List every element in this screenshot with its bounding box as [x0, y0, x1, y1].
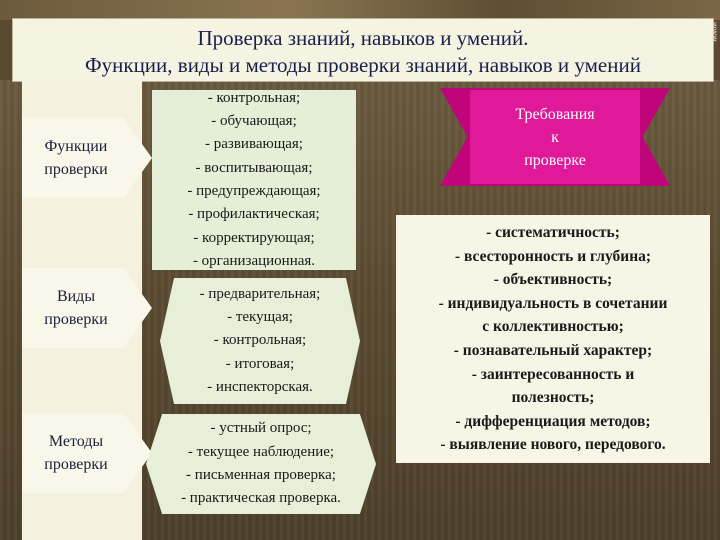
list-item: - устный опрос;	[210, 420, 312, 437]
list-item: - профилактическая;	[188, 206, 320, 223]
list-item: - контрольная;	[207, 89, 301, 106]
functions-list: - контрольная; - обучающая; - развивающа…	[152, 90, 356, 270]
list-item: - систематичность;	[486, 224, 620, 242]
list-item: - познавательный характер;	[453, 342, 653, 359]
methods-list: - устный опрос; - текущее наблюдение; - …	[146, 414, 376, 514]
methods-label: Методы проверки	[22, 413, 152, 493]
types-label: Виды проверки	[22, 268, 152, 348]
background-top	[0, 0, 720, 20]
list-item: с коллективностью;	[482, 318, 624, 336]
side-watermark: www	[710, 22, 719, 42]
page-title: Проверка знаний, навыков и умений.	[197, 26, 529, 50]
list-item: - итоговая;	[225, 355, 295, 372]
list-item: - инспекторская.	[207, 378, 313, 395]
list-item: - предупреждающая;	[187, 183, 321, 199]
list-item: - выявление нового, передового.	[440, 436, 666, 454]
list-item: - развивающая;	[205, 136, 303, 153]
title-banner: Проверка знаний, навыков и умений. Функц…	[12, 18, 714, 82]
types-label-line2: проверки	[44, 311, 108, 328]
list-item: - индивидуальность в сочетании	[438, 294, 668, 312]
list-item: - письменная проверка;	[186, 467, 336, 483]
list-item: - контрольная;	[213, 332, 307, 349]
functions-label: Функции проверки	[22, 118, 152, 198]
list-item: - корректирующая;	[193, 229, 315, 246]
requirements-heading-box: Требования к проверке	[470, 90, 640, 184]
list-item: - практическая проверка.	[181, 490, 341, 507]
list-item: - обучающая;	[211, 113, 297, 130]
list-item: - заинтересованность и	[471, 365, 635, 383]
list-item: - воспитывающая;	[195, 159, 313, 176]
methods-label-line2: проверки	[44, 456, 108, 473]
requirements-heading-line3: проверке	[524, 151, 586, 169]
methods-label-line1: Методы	[48, 433, 104, 450]
requirements-heading-line2: к	[551, 128, 559, 146]
types-list: - предварительная; - текущая; - контроль…	[160, 278, 360, 404]
list-item: - предварительная;	[199, 285, 321, 302]
page-subtitle: Функции, виды и методы проверки знаний, …	[85, 53, 641, 77]
types-label-line1: Виды	[56, 288, 96, 305]
functions-label-line1: Функции	[44, 138, 108, 155]
list-item: - организационная.	[192, 252, 316, 269]
list-item: полезность;	[511, 389, 595, 407]
requirements-list: - систематичность; - всесторонность и гл…	[396, 215, 710, 463]
list-item: - всесторонность и глубина;	[454, 247, 652, 265]
requirements-heading-line1: Требования	[515, 105, 595, 123]
functions-label-line2: проверки	[44, 161, 108, 178]
list-item: - текущее наблюдение;	[187, 443, 335, 460]
list-item: - дифференциация методов;	[455, 412, 651, 430]
list-item: - объективность;	[493, 271, 613, 289]
list-item: - текущая;	[227, 309, 293, 326]
